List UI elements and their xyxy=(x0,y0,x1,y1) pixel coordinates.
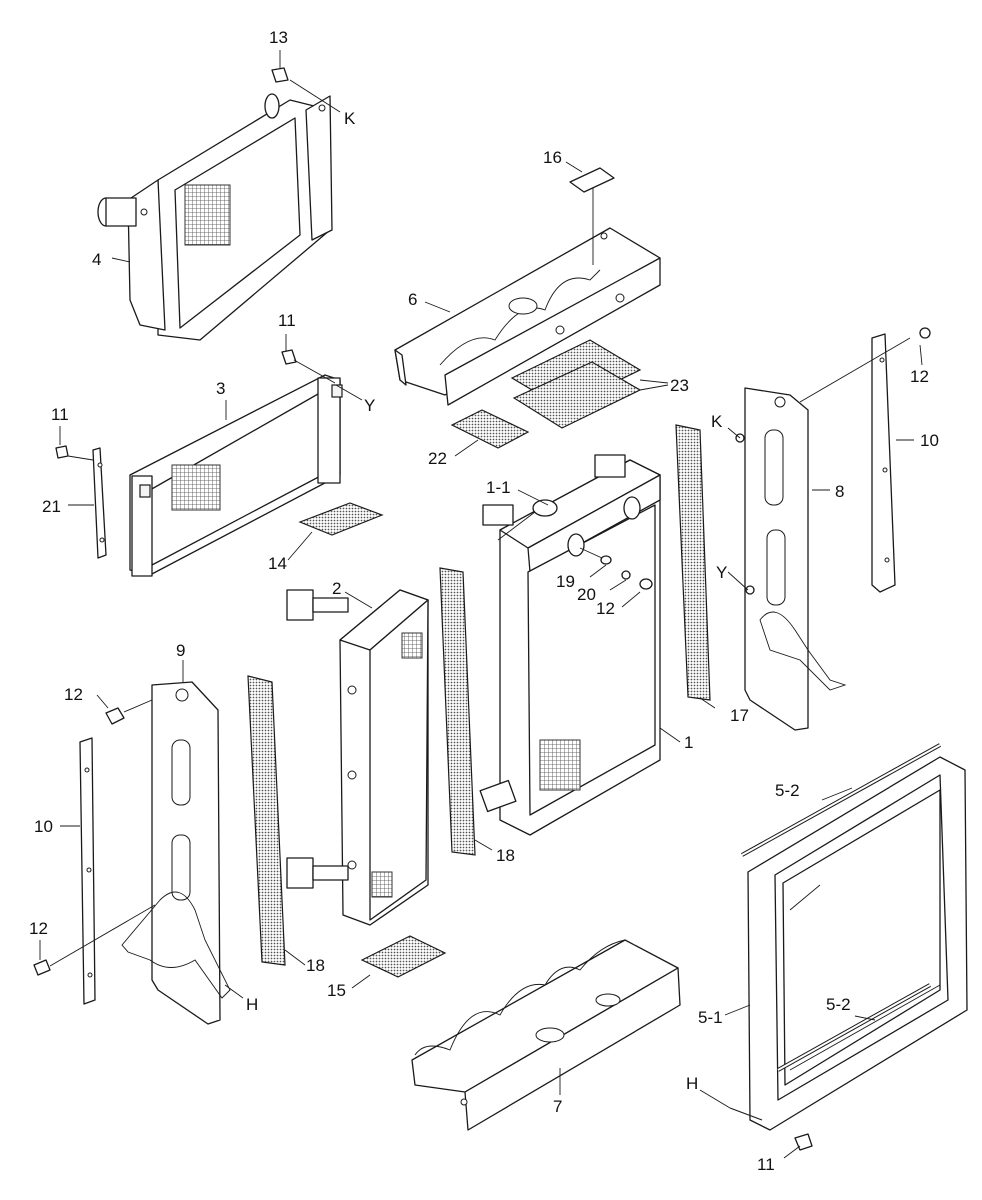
pad-part-16 xyxy=(569,167,615,193)
label-6: 6 xyxy=(408,290,417,309)
label-K-top: K xyxy=(344,109,356,128)
label-10-right: 10 xyxy=(920,431,939,450)
label-23: 23 xyxy=(670,376,689,395)
mesh-part-18-left xyxy=(247,675,286,966)
bolts-12-left xyxy=(33,707,125,976)
label-12-mid: 12 xyxy=(596,599,615,618)
label-Y-right: Y xyxy=(716,563,727,582)
label-11-b: 11 xyxy=(51,405,69,424)
radiator-part-1 xyxy=(479,454,661,836)
label-9: 9 xyxy=(176,641,185,660)
fittings-19-20-12 xyxy=(579,547,653,590)
label-11-c: 11 xyxy=(757,1155,775,1174)
label-5-2-top: 5-2 xyxy=(775,781,800,800)
label-H-left: H xyxy=(246,995,258,1014)
strip-part-10-right xyxy=(871,327,931,593)
label-8: 8 xyxy=(835,482,844,501)
side-bracket-part-9 xyxy=(121,681,231,1025)
label-5-2-mid: 5-2 xyxy=(826,995,851,1014)
label-Y-left: Y xyxy=(364,396,375,415)
label-1: 1 xyxy=(684,733,693,752)
bracket-part-21 xyxy=(92,447,107,559)
label-3: 3 xyxy=(216,379,225,398)
side-bracket-part-8 xyxy=(735,387,847,731)
mesh-part-17 xyxy=(675,424,711,701)
label-K-right: K xyxy=(711,412,723,431)
pads-part-23 xyxy=(510,339,642,429)
label-12-low: 12 xyxy=(29,919,48,938)
pad-part-15 xyxy=(360,935,447,978)
label-22: 22 xyxy=(428,449,447,468)
label-11-a: 11 xyxy=(278,311,296,330)
frame-part-5 xyxy=(729,743,968,1151)
label-1-1: 1-1 xyxy=(486,478,511,497)
label-H-right: H xyxy=(686,1074,698,1093)
label-10-left: 10 xyxy=(34,817,53,836)
label-20: 20 xyxy=(577,585,596,604)
label-19: 19 xyxy=(556,572,575,591)
label-4: 4 xyxy=(92,250,101,269)
label-17: 17 xyxy=(730,706,749,725)
pad-part-14 xyxy=(298,502,384,536)
label-13: 13 xyxy=(269,28,288,47)
mesh-part-18-mid xyxy=(439,567,476,856)
bottom-shroud-part-7 xyxy=(411,939,681,1131)
label-18-left: 18 xyxy=(306,956,325,975)
label-2: 2 xyxy=(332,579,341,598)
callout-labels: 13 K 4 16 6 11 3 Y 11 21 12 10 K 8 23 22… xyxy=(29,28,939,1174)
label-14: 14 xyxy=(268,554,287,573)
intercooler-part-4 xyxy=(97,93,333,341)
label-18-mid: 18 xyxy=(496,846,515,865)
leader-lines xyxy=(39,50,923,1159)
label-5-1: 5-1 xyxy=(698,1008,723,1027)
strip-part-10-left xyxy=(79,737,96,1005)
oil-cooler-part-3 xyxy=(129,374,343,577)
label-12-top: 12 xyxy=(910,367,929,386)
pad-part-22 xyxy=(450,409,530,449)
label-21: 21 xyxy=(42,497,61,516)
label-12-left: 12 xyxy=(64,685,83,704)
top-shroud-part-6 xyxy=(394,227,661,406)
condenser-part-2 xyxy=(286,589,429,926)
label-7: 7 xyxy=(553,1097,562,1116)
label-16: 16 xyxy=(543,148,562,167)
label-15: 15 xyxy=(327,981,346,1000)
